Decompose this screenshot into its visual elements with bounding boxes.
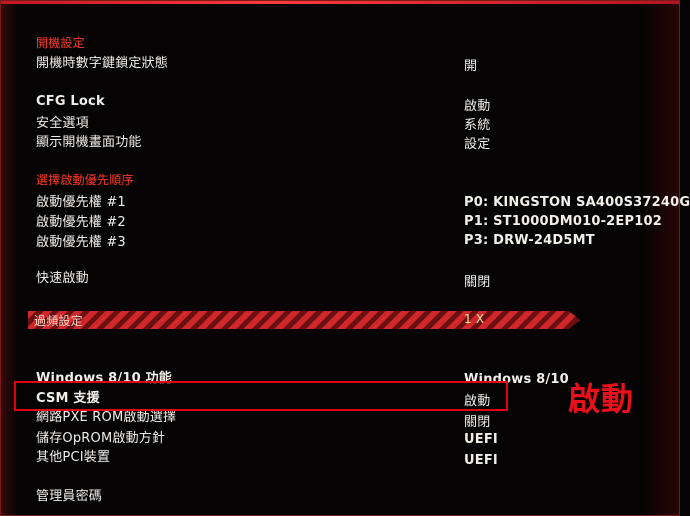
option-security-value[interactable]: 系統 — [464, 118, 491, 133]
option-security-label[interactable]: 安全選項 — [36, 116, 89, 131]
option-pxe-value[interactable]: 關閉 — [464, 415, 491, 430]
section-boot-priority: 選擇啟動優先順序 — [36, 173, 134, 187]
left-edge-glow — [0, 0, 18, 516]
option-boot-priority-2-value[interactable]: P1: ST1000DM010-2EP102 — [464, 214, 662, 229]
option-storage-oprom-value[interactable]: UEFI — [464, 432, 498, 447]
option-csm-label[interactable]: CSM 支援 — [36, 391, 100, 406]
option-boot-priority-2-label[interactable]: 啟動優先權 #2 — [36, 215, 126, 230]
option-numlock-label[interactable]: 開機時數字鍵鎖定狀態 — [36, 56, 169, 71]
option-cfg-lock-value[interactable]: 啟動 — [464, 99, 491, 114]
stripe-value[interactable]: 1 X — [464, 312, 485, 326]
option-boot-priority-1-value[interactable]: P0: KINGSTON SA400S37240G — [464, 195, 690, 210]
option-boot-logo-value[interactable]: 設定 — [464, 137, 491, 152]
option-boot-priority-3-label[interactable]: 啟動優先權 #3 — [36, 235, 126, 250]
top-accent-bar — [0, 0, 680, 4]
option-other-pci-value[interactable]: UEFI — [464, 453, 498, 468]
option-boot-logo-label[interactable]: 顯示開機畫面功能 — [36, 135, 142, 150]
option-fast-boot-label[interactable]: 快速啟動 — [36, 271, 89, 286]
option-cfg-lock-label[interactable]: CFG Lock — [36, 94, 105, 109]
option-pxe-label[interactable]: 網路PXE ROM啟動選擇 — [36, 410, 177, 425]
right-edge-glow — [640, 0, 680, 516]
option-storage-oprom-label[interactable]: 儲存OpROM啟動方針 — [36, 431, 166, 446]
option-boot-priority-1-label[interactable]: 啟動優先權 #1 — [36, 195, 126, 210]
option-admin-password-label[interactable]: 管理員密碼 — [36, 489, 103, 504]
option-numlock-value[interactable]: 開 — [464, 59, 478, 74]
section-boot-settings: 開機設定 — [36, 36, 85, 50]
option-boot-priority-3-value[interactable]: P3: DRW-24D5MT — [464, 233, 595, 248]
option-other-pci-label[interactable]: 其他PCI裝置 — [36, 450, 111, 465]
option-fast-boot-value[interactable]: 關閉 — [464, 275, 491, 290]
stripe-label[interactable]: 過頻設定 — [34, 314, 83, 328]
csm-highlight-box — [14, 381, 508, 411]
option-windows-value[interactable]: Windows 8/10 — [464, 372, 569, 387]
option-csm-value[interactable]: 啟動 — [464, 394, 491, 409]
csm-callout-text: 啟動 — [568, 380, 635, 418]
overclock-stripe-bar — [28, 311, 580, 329]
